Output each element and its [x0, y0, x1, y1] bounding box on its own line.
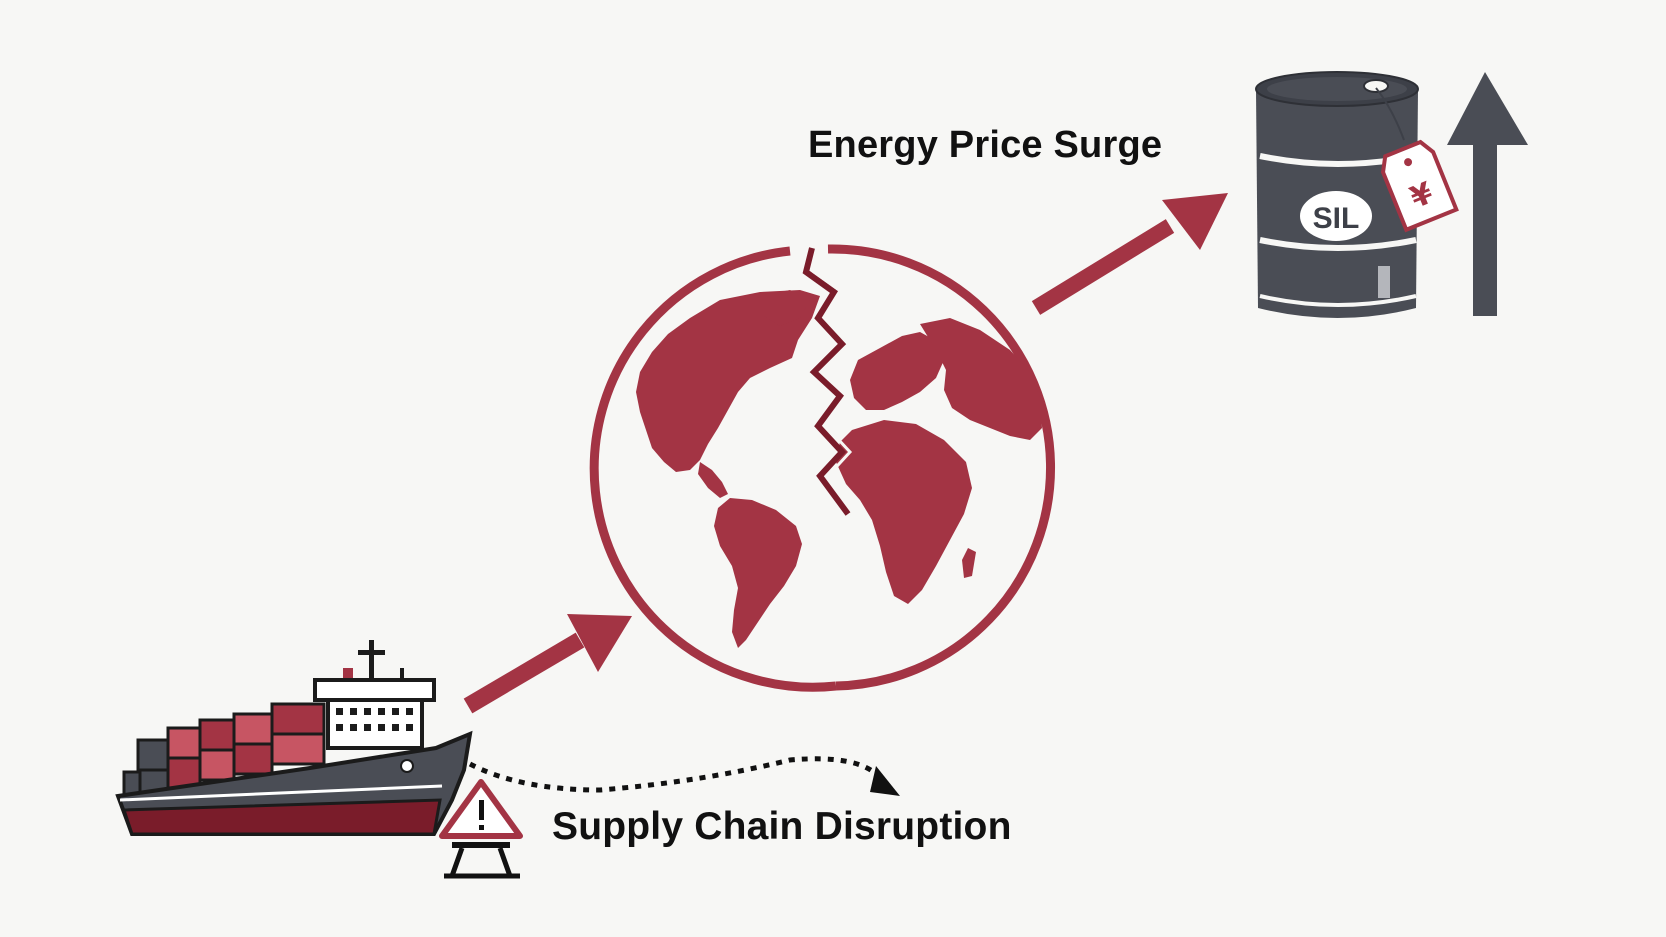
continent-north-america: [636, 290, 820, 472]
globe-ring-right: [827, 244, 1055, 691]
ship-hull-waterline: [121, 798, 442, 836]
cracked-globe-icon: [589, 244, 1055, 692]
globe-crack: [802, 247, 851, 516]
warning-mark-line: [479, 800, 484, 820]
arrow-to-barrel: [1031, 193, 1228, 315]
ship-containers: [122, 702, 326, 798]
dotted-route-head: [870, 766, 900, 796]
continent-europe: [850, 332, 944, 410]
price-tag-icon: ¥: [1380, 139, 1459, 233]
oil-barrel-icon: SIL ¥: [1255, 71, 1459, 318]
dotted-route: [468, 756, 900, 796]
ship-funnel-small: [343, 668, 353, 678]
globe-crack-gap: [812, 249, 854, 509]
continent-south-america: [714, 498, 802, 648]
warning-stand-bar: [452, 842, 510, 848]
warning-mark-dot: [479, 825, 484, 830]
arrow-to-globe: [463, 614, 632, 714]
barrel-hoop-2: [1259, 237, 1417, 251]
globe-ring-left: [589, 246, 837, 692]
container-ship-icon: [115, 640, 473, 836]
arrow-to-barrel-head: [1162, 193, 1228, 250]
barrel-highlight: [1378, 266, 1390, 298]
ship-bridge-top: [313, 678, 436, 702]
tag-string: [1375, 87, 1405, 141]
supply-chain-disruption-label: Supply Chain Disruption: [552, 805, 1012, 848]
continent-greenland: [760, 290, 810, 326]
barrel-emblem-oval: [1300, 191, 1372, 241]
barrel-hoop-bottom: [1259, 294, 1417, 307]
ship-mast-cross: [358, 650, 385, 655]
ship-porthole: [400, 759, 414, 773]
continent-asia: [920, 318, 1042, 440]
price-tag-hole: [1404, 158, 1413, 167]
ship-mast: [369, 640, 374, 682]
arrow-to-globe-shaft: [463, 632, 585, 714]
energy-price-surge-label: Energy Price Surge: [808, 124, 1163, 166]
continent-madagascar: [962, 548, 976, 578]
arrow-to-globe-head: [567, 614, 632, 672]
continent-central-america: [698, 462, 728, 498]
price-tag-shape: [1380, 139, 1459, 233]
dotted-route-line: [468, 756, 882, 793]
up-arrow-shaft: [1473, 128, 1497, 316]
continent-africa: [836, 420, 972, 604]
warning-triangle-icon: [439, 779, 523, 879]
up-arrow-icon: [1447, 72, 1528, 316]
barrel-emblem-text: SIL: [1313, 202, 1360, 235]
ship-windows: [336, 708, 413, 731]
ship-deck-line: [119, 784, 443, 802]
barrel-bung: [1363, 79, 1389, 93]
warning-stand-legs: [444, 847, 520, 879]
arrow-to-barrel-shaft: [1031, 219, 1175, 315]
up-arrow-head: [1447, 72, 1528, 145]
ship-antenna: [400, 668, 404, 680]
